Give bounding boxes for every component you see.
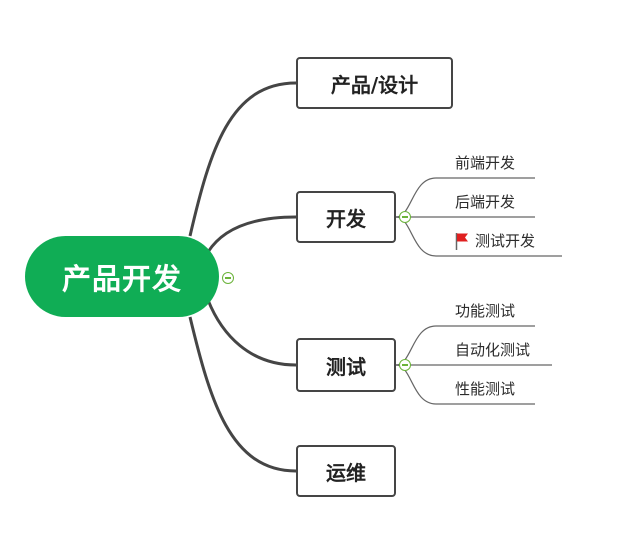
connector-root-b4 — [188, 316, 297, 473]
branch-development[interactable]: 开发 — [296, 191, 396, 243]
connector-root-b3 — [206, 299, 297, 367]
leaf-label: 后端开发 — [455, 193, 516, 211]
leaf-label: 前端开发 — [455, 154, 516, 172]
branch-operations[interactable]: 运维 — [296, 445, 396, 497]
leaf-automation-test[interactable]: 自动化测试 — [455, 339, 530, 360]
leaf-test-dev[interactable]: 测试开发 — [455, 230, 535, 251]
red-flag-icon — [455, 232, 469, 250]
leaf-performance-test[interactable]: 性能测试 — [455, 378, 515, 399]
leaf-label: 测试开发 — [475, 232, 536, 250]
connector-root-b1 — [188, 81, 297, 237]
root-node[interactable]: 产品开发 — [25, 236, 219, 317]
leaf-label: 功能测试 — [455, 302, 516, 320]
root-collapse-toggle[interactable] — [222, 272, 234, 284]
branch-testing[interactable]: 测试 — [296, 338, 396, 392]
leaf-label: 自动化测试 — [455, 341, 531, 359]
leaf-label: 性能测试 — [455, 380, 516, 398]
connector-root-b2 — [206, 215, 297, 253]
leaf-functional-test[interactable]: 功能测试 — [455, 300, 515, 321]
testing-collapse-toggle[interactable] — [399, 359, 411, 371]
leaf-frontend-dev[interactable]: 前端开发 — [455, 152, 515, 173]
leaf-backend-dev[interactable]: 后端开发 — [455, 191, 515, 212]
development-collapse-toggle[interactable] — [399, 211, 411, 223]
branch-product-design[interactable]: 产品/设计 — [296, 57, 453, 109]
